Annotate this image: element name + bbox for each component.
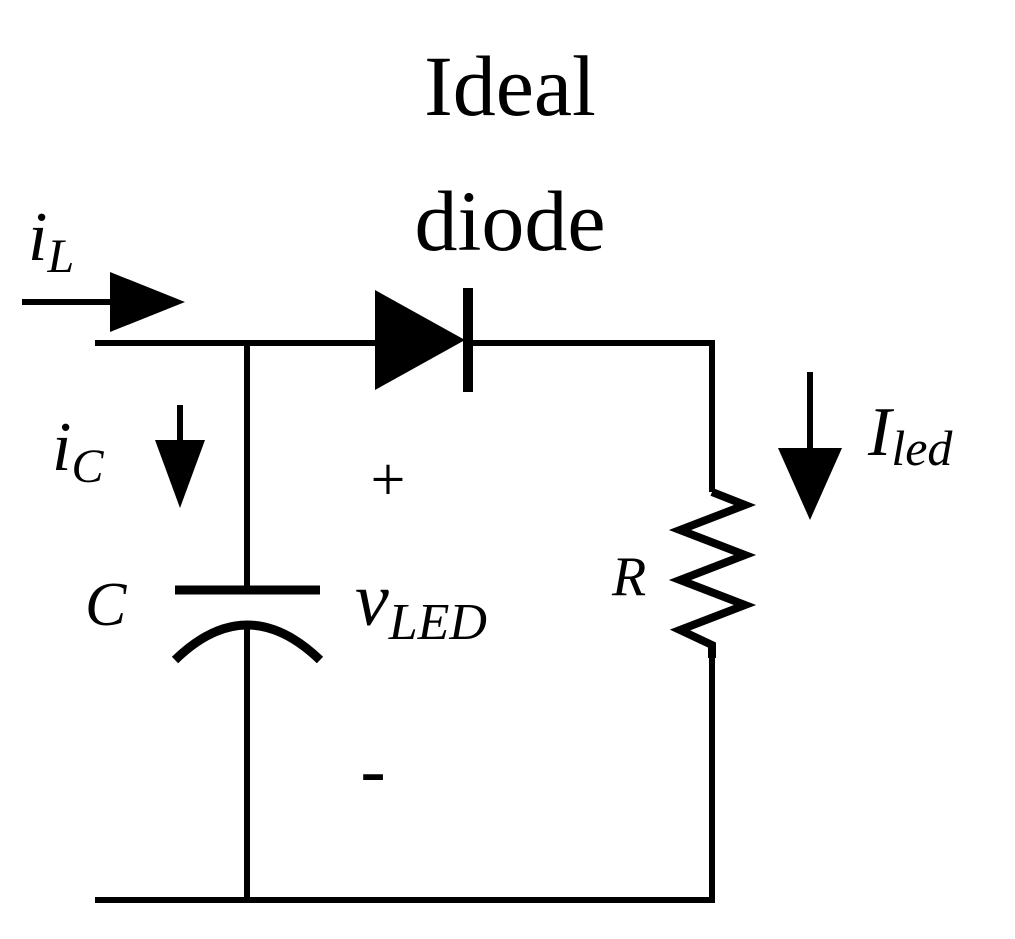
current-iC-label: iC (52, 409, 104, 493)
current-iL-arrow (22, 272, 185, 332)
current-Iled-arrow (778, 372, 842, 520)
current-iC-sub: C (71, 440, 104, 493)
resistor-label: R (611, 546, 646, 608)
current-iC-arrow (155, 405, 205, 508)
ideal-diode-symbol (375, 288, 473, 392)
voltage-vLED-main: v (355, 558, 389, 642)
current-iC-main: i (52, 409, 71, 486)
current-iL-main: i (28, 199, 47, 276)
capacitor-label: C (85, 571, 127, 639)
current-iL-label: iL (28, 199, 74, 283)
current-Iled-label: Iled (867, 394, 953, 476)
title-line-1: Ideal (424, 38, 596, 134)
plus-sign: + (371, 446, 406, 514)
voltage-vLED-sub: LED (388, 594, 487, 651)
voltage-vLED-label: vLED (355, 558, 487, 651)
title-line-2: diode (414, 173, 605, 269)
capacitor-symbol (171, 585, 324, 664)
resistor-symbol (668, 488, 757, 658)
minus-sign: - (360, 728, 385, 812)
current-Iled-sub: led (891, 420, 953, 476)
current-Iled-main: I (867, 394, 895, 471)
current-iL-sub: L (46, 230, 74, 283)
